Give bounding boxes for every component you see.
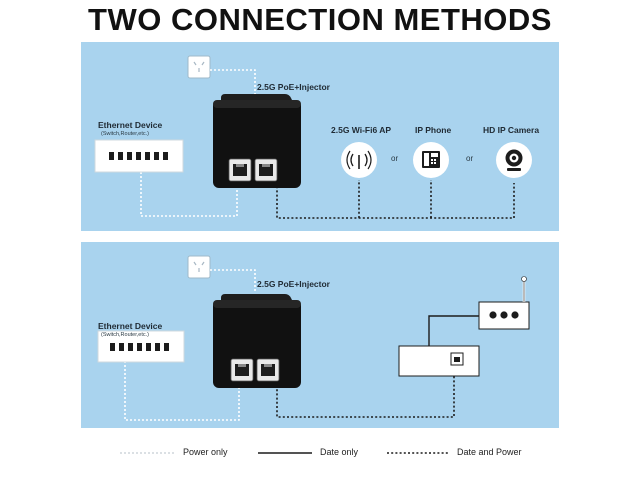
power-outlet-icon [187,255,211,279]
legend-power-only-label: Power only [183,447,228,457]
injector-label: 2.5G PoE+Injector [257,82,330,92]
ethernet-device-icon [97,330,185,363]
data-and-power-line [276,375,455,418]
router-icon [478,276,530,330]
or-separator: or [466,154,474,163]
ethernet-device-icon [94,139,184,173]
ethernet-device-sublabel: (Switch,Router,etc.) [101,332,149,338]
method-2-panel: 2.5G PoE+Injector Ethernet Device (Switc… [81,242,559,428]
data-only-line [428,315,479,346]
power-only-line [140,69,256,217]
device-label-wifi-ap: 2.5G Wi-Fi6 AP [331,125,392,135]
data-and-power-line [276,180,515,219]
ethernet-device-sublabel: (Switch,Router,etc.) [101,131,149,137]
legend-data-only-label: Date only [320,447,359,457]
ip-camera-icon [496,142,532,178]
poe-injector-icon [213,94,301,188]
method-1-diagram [94,55,532,219]
ethernet-device-label: Ethernet Device [98,120,163,130]
poe-injector-icon [213,294,301,388]
page-title: TWO CONNECTION METHODS [88,2,552,37]
wifi-ap-icon [341,142,377,178]
ethernet-device-label: Ethernet Device [98,321,163,331]
or-separator: or [391,154,399,163]
injector-label: 2.5G PoE+Injector [257,279,330,289]
legend-data-and-power-label: Date and Power [457,447,522,457]
device-label-ip-phone: IP Phone [415,125,452,135]
power-outlet-icon [187,55,211,79]
power-only-line [124,269,256,421]
network-switch-icon [398,345,480,377]
method-1-panel: 2.5G PoE+Injector Ethernet Device (Switc… [81,42,559,231]
ip-phone-icon [413,142,449,178]
method-2-diagram [97,255,530,421]
device-label-ip-camera: HD IP Camera [483,125,540,135]
